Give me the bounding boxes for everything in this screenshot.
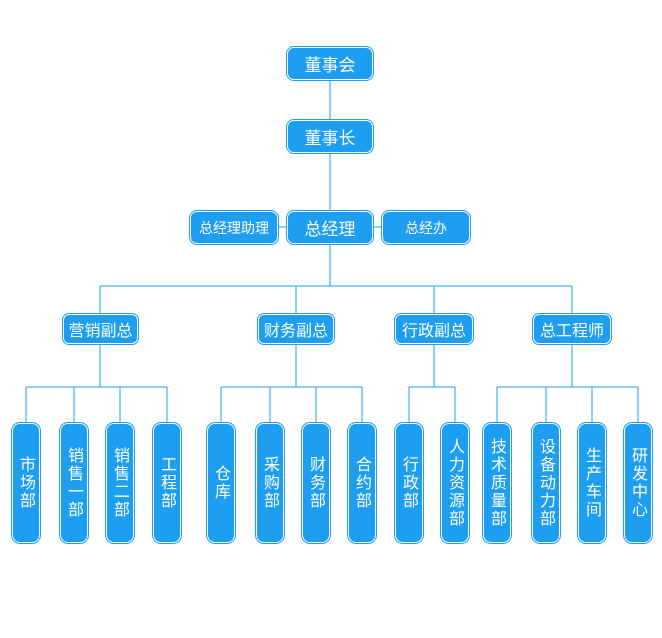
dept-node: 行政部 <box>395 423 423 543</box>
dept-node: 设备动力部 <box>532 423 560 543</box>
dept-node: 人力资源部 <box>441 423 469 543</box>
dept-node: 工程部 <box>153 423 181 543</box>
dept-node: 研发中心 <box>624 423 652 543</box>
board-node: 董事会 <box>287 47 373 80</box>
dept-node: 仓库 <box>207 423 235 543</box>
dept-node: 合约部 <box>348 423 376 543</box>
general-manager-node: 总经理 <box>287 211 373 244</box>
dept-node: 财务部 <box>302 423 330 543</box>
dept-node: 采购部 <box>256 423 284 543</box>
gm-assistant-node: 总经理助理 <box>190 211 278 244</box>
dept-node: 技术质量部 <box>483 423 511 543</box>
vp-node-finance: 财务副总 <box>258 314 334 344</box>
vp-node-admin: 行政副总 <box>395 314 473 344</box>
vp-node-marketing: 营销副总 <box>63 314 138 344</box>
chairman-node: 董事长 <box>287 120 373 153</box>
dept-node: 生产车间 <box>578 423 606 543</box>
vp-node-chief-engineer: 总工程师 <box>533 314 611 344</box>
dept-node: 销售一部 <box>60 423 88 543</box>
dept-node: 销售二部 <box>106 423 134 543</box>
dept-node: 市场部 <box>12 423 40 543</box>
gm-office-node: 总经办 <box>382 211 470 244</box>
